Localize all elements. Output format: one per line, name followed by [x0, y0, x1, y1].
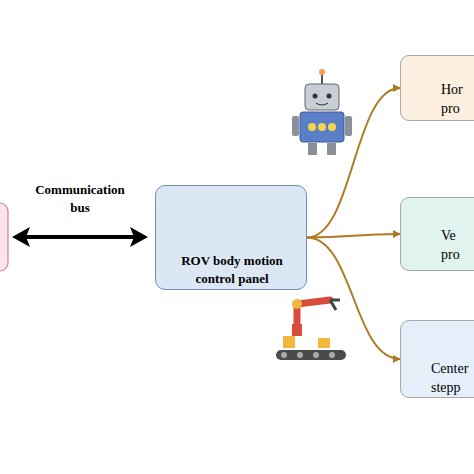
partial-box [0, 203, 8, 271]
box-text: Hor pro [441, 80, 474, 118]
box-text: Ve pro [441, 226, 474, 264]
flow-arrow [307, 238, 400, 360]
process-box: Hor pro [400, 55, 474, 121]
flow-arrow [307, 234, 400, 238]
process-box: Center stepp [400, 320, 474, 398]
robot-icon [292, 69, 352, 155]
process-box: ROV body motion control panel [155, 185, 307, 290]
box-text: Center stepp [431, 359, 474, 397]
bus-arrow [12, 227, 148, 247]
process-box: Ve pro [400, 197, 474, 271]
box-text: ROV body motion control panel [162, 252, 302, 288]
flow-arrow [307, 88, 400, 238]
bus-label: Communication bus [30, 181, 130, 217]
robot-arm-icon [276, 299, 346, 360]
